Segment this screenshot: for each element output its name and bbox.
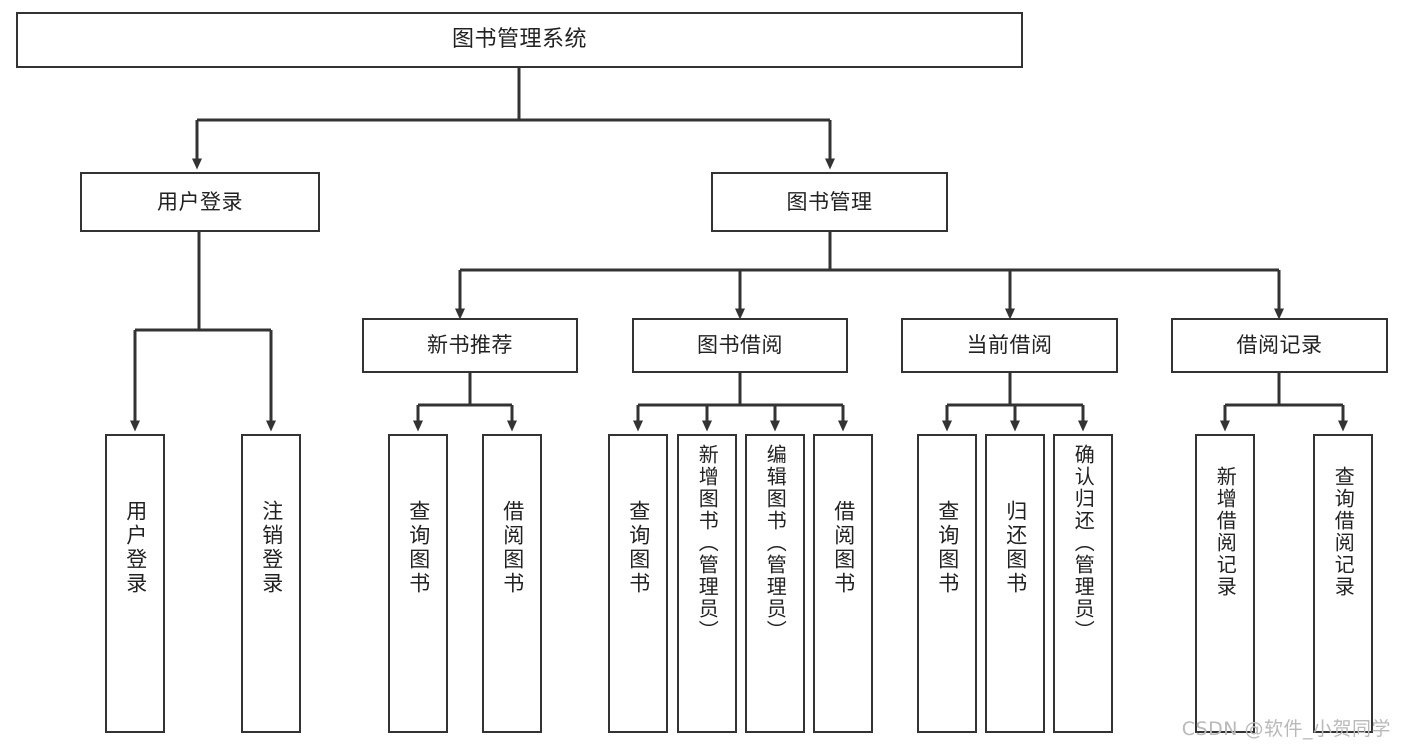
node-label: 新增图书（管理员） [695,444,720,642]
edge-bookmanage-to-level2 [455,232,1284,320]
node-label: 归还图书 [1003,500,1028,596]
node-label: 查询图书 [935,500,960,596]
node-label: 图书管理系统 [451,27,587,53]
node-label: 查询图书 [626,500,651,596]
node-label: 图书管理 [786,189,873,214]
edge-bookborrow-to-leaves [633,373,848,432]
node-leaf-user-logout[interactable]: 注销登录 [241,434,301,733]
edge-borrowrecord-to-leaves [1220,373,1348,432]
node-label: 注销登录 [259,500,284,596]
node-user-login[interactable]: 用户登录 [80,172,320,232]
node-leaf-add-record[interactable]: 新增借阅记录 [1195,434,1255,733]
node-label: 图书借阅 [697,333,783,358]
edge-newbook-to-leaves [413,373,517,432]
node-leaf-borrow-book-2[interactable]: 借阅图书 [813,434,873,733]
node-leaf-query-book-2[interactable]: 查询图书 [608,434,668,733]
node-label: 新增借阅记录 [1213,466,1238,598]
node-book-manage[interactable]: 图书管理 [711,172,948,232]
edge-currentborrow-to-leaves [942,373,1088,432]
node-leaf-edit-book[interactable]: 编辑图书（管理员） [745,434,805,733]
node-label: 确认归还（管理员） [1071,444,1096,642]
node-current-borrow[interactable]: 当前借阅 [901,318,1118,373]
node-leaf-confirm-return[interactable]: 确认归还（管理员） [1053,434,1113,733]
edge-userlogin-to-leaves [130,232,276,432]
node-book-borrow[interactable]: 图书借阅 [632,318,848,373]
node-label: 查询借阅记录 [1331,466,1356,598]
watermark-text: CSDN @软件_小贺同学 [1181,718,1391,740]
node-leaf-return-book[interactable]: 归还图书 [985,434,1045,733]
node-leaf-query-book-1[interactable]: 查询图书 [388,434,448,733]
node-label: 编辑图书（管理员） [763,444,788,642]
edge-root-to-level1 [192,68,835,170]
node-leaf-add-book[interactable]: 新增图书（管理员） [677,434,737,733]
node-leaf-query-record[interactable]: 查询借阅记录 [1313,434,1373,733]
node-label: 用户登录 [123,500,148,596]
node-label: 借阅记录 [1236,333,1323,358]
node-label: 用户登录 [157,189,243,214]
node-label: 借阅图书 [500,500,525,596]
node-leaf-borrow-book-1[interactable]: 借阅图书 [482,434,542,733]
node-leaf-query-book-3[interactable]: 查询图书 [917,434,977,733]
node-label: 新书推荐 [427,333,513,358]
node-root-system[interactable]: 图书管理系统 [16,12,1023,68]
node-label: 当前借阅 [966,333,1053,358]
node-leaf-user-login[interactable]: 用户登录 [105,434,165,733]
node-label: 查询图书 [406,500,431,596]
node-borrow-record[interactable]: 借阅记录 [1171,318,1388,373]
node-new-book-rec[interactable]: 新书推荐 [362,318,578,373]
node-label: 借阅图书 [831,500,856,596]
